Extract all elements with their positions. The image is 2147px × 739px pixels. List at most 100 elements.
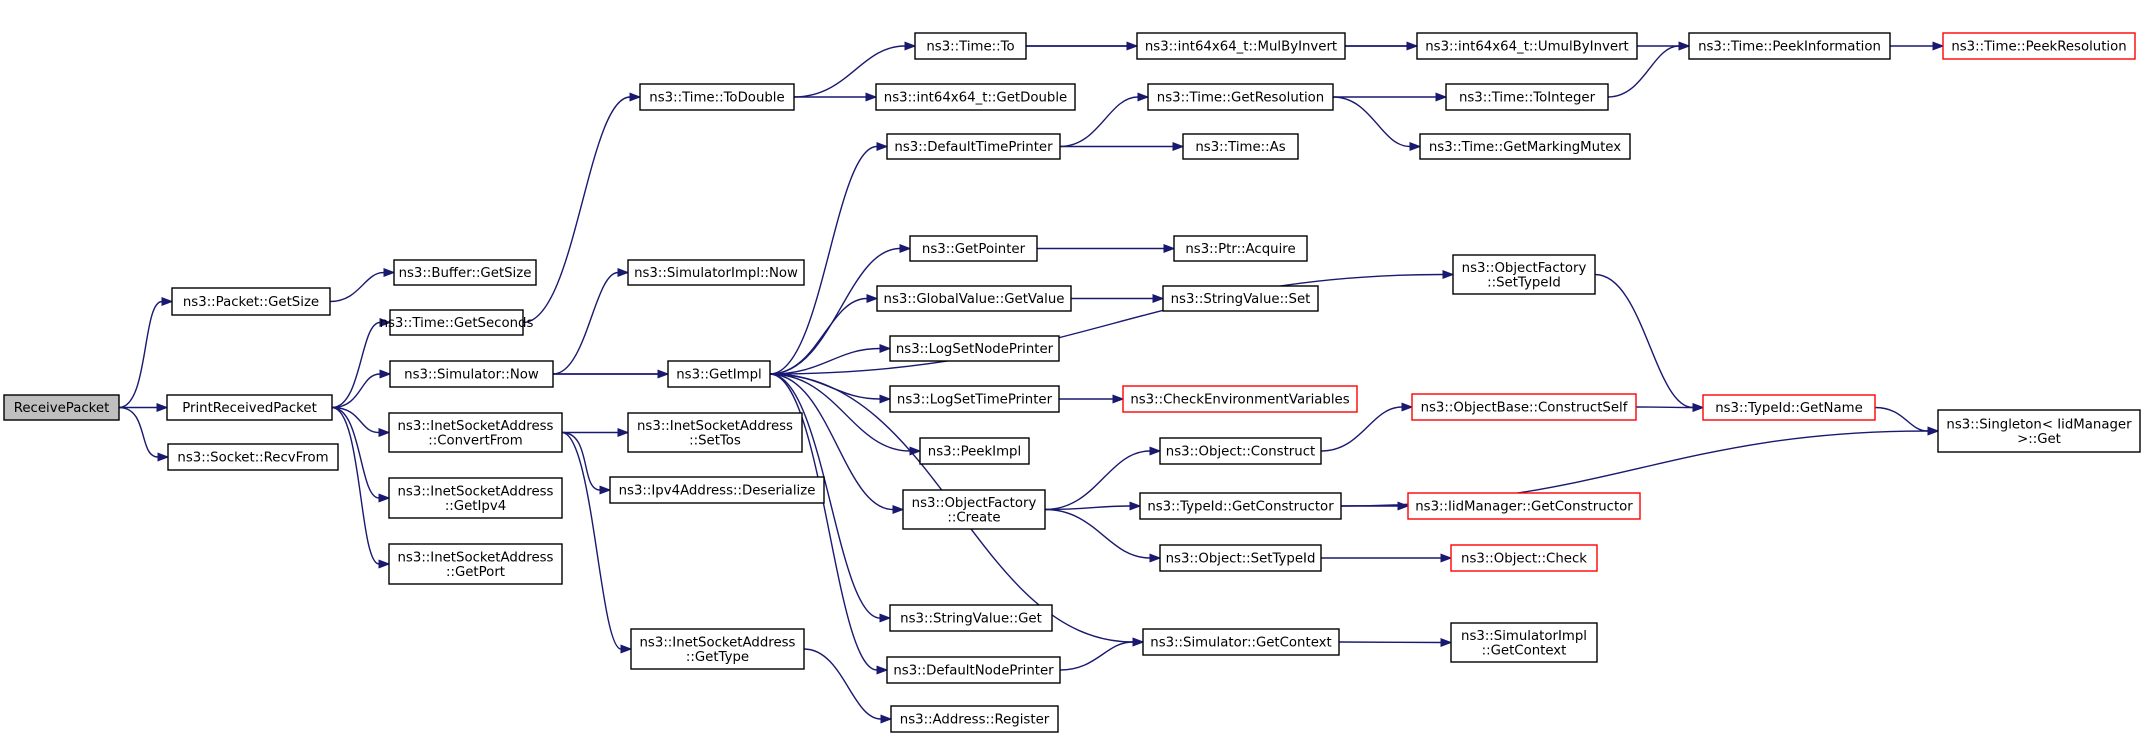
node-box (1182, 133, 1299, 160)
node-box (889, 385, 1060, 413)
node-getconstructor[interactable]: ns3::TypeId::GetConstructor (1139, 492, 1342, 520)
node-box (1122, 385, 1358, 413)
node-typeid-getname[interactable]: ns3::TypeId::GetName (1702, 394, 1876, 421)
node-simimpl-getcontext[interactable]: ns3::SimulatorImpl::GetContext (1450, 622, 1598, 663)
node-label: ::SetTos (689, 433, 741, 448)
edge-todouble-to-time-to (793, 41, 917, 98)
node-box (389, 360, 554, 388)
edge-arrowhead (157, 452, 170, 462)
node-buf-getsize[interactable]: ns3::Buffer::GetSize (393, 259, 537, 286)
node-box (1416, 32, 1638, 60)
node-receive[interactable]: ReceivePacket (3, 394, 120, 421)
node-obj-construct[interactable]: ns3::Object::Construct (1159, 437, 1322, 465)
node-box (388, 412, 563, 453)
node-getpointer[interactable]: ns3::GetPointer (909, 235, 1038, 262)
node-box (1411, 393, 1637, 421)
node-obj-check[interactable]: ns3::Object::Check (1450, 544, 1598, 572)
node-label: ns3::SimulatorImpl::Now (634, 266, 798, 281)
node-label: ns3::CheckEnvironmentVariables (1130, 393, 1349, 408)
edge-deftimeprinter-to-getresolution (1059, 92, 1150, 148)
edge-arrowhead (599, 485, 612, 495)
node-box (627, 412, 803, 453)
node-label: ns3::TypeId::GetName (1715, 401, 1863, 416)
node-getresolution[interactable]: ns3::Time::GetResolution (1147, 83, 1334, 111)
edge-arrowhead (629, 92, 642, 102)
node-singleton-get[interactable]: ns3::Singleton< IidManager >::Get (1937, 409, 2141, 453)
edge-arrowhead (1440, 553, 1453, 563)
edge-arrowhead (876, 141, 889, 152)
node-label: ns3::InetSocketAddress (640, 635, 796, 650)
node-getdouble[interactable]: ns3::int64x64_t::GetDouble (875, 83, 1076, 111)
node-peekinfo[interactable]: ns3::Time::PeekInformation (1688, 32, 1891, 60)
node-peekimpl[interactable]: ns3::PeekImpl (919, 437, 1030, 465)
node-sim-now[interactable]: ns3::Simulator::Now (389, 360, 554, 388)
node-time-as[interactable]: ns3::Time::As (1182, 133, 1299, 160)
node-of-create[interactable]: ns3::ObjectFactory::Create (902, 489, 1046, 530)
node-label: ns3::Time::GetSeconds (380, 316, 534, 331)
node-box (1450, 544, 1598, 572)
node-checkenv[interactable]: ns3::CheckEnvironmentVariables (1122, 385, 1358, 413)
edge-line (769, 373, 911, 452)
edge-line (331, 406, 380, 499)
node-box (919, 437, 1030, 465)
node-label: ns3::LogSetTimePrinter (897, 393, 1053, 408)
edge-line (769, 347, 881, 375)
node-box (1173, 235, 1308, 262)
node-obj-settypeid[interactable]: ns3::Object::SetTypeId (1159, 544, 1322, 572)
node-iid-getconstructor[interactable]: ns3::IidManager::GetConstructor (1407, 492, 1641, 520)
node-label: ns3::Time::GetMarkingMutex (1429, 140, 1621, 155)
node-sv-set[interactable]: ns3::StringValue::Set (1162, 285, 1319, 312)
node-box (1419, 133, 1631, 160)
edge-line (331, 406, 380, 434)
edge-print-to-convertfrom (331, 406, 391, 438)
node-label: ns3::int64x64_t::GetDouble (884, 91, 1067, 106)
node-logtimeprinter[interactable]: ns3::LogSetTimePrinter (889, 385, 1060, 413)
node-getport[interactable]: ns3::InetSocketAddress::GetPort (388, 543, 563, 585)
node-markingmutex[interactable]: ns3::Time::GetMarkingMutex (1419, 133, 1631, 160)
node-label: ns3::ObjectBase::ConstructSelf (1421, 401, 1628, 416)
node-todouble[interactable]: ns3::Time::ToDouble (639, 83, 795, 111)
node-umulbyinvert[interactable]: ns3::int64x64_t::UmulByInvert (1416, 32, 1638, 60)
node-label: ns3::Object::Check (1461, 552, 1587, 567)
node-peekres[interactable]: ns3::Time::PeekResolution (1942, 32, 2136, 60)
node-defnodeprinter[interactable]: ns3::DefaultNodePrinter (886, 656, 1061, 684)
node-time-to[interactable]: ns3::Time::To (914, 32, 1027, 60)
edge-line (803, 648, 882, 720)
node-simimpl-now[interactable]: ns3::SimulatorImpl::Now (627, 259, 805, 286)
node-getipv4[interactable]: ns3::InetSocketAddress::GetIpv4 (388, 477, 563, 519)
edge-of-create-to-obj-construct (1044, 446, 1162, 511)
node-label: ns3::ObjectFactory (912, 496, 1037, 511)
node-box (1139, 492, 1342, 520)
node-tointeger[interactable]: ns3::Time::ToInteger (1445, 83, 1609, 111)
node-print[interactable]: PrintReceivedPacket (166, 394, 333, 421)
node-sv-get[interactable]: ns3::StringValue::Get (889, 604, 1053, 632)
node-deftimeprinter[interactable]: ns3::DefaultTimePrinter (886, 133, 1061, 160)
node-mulbyinvert[interactable]: ns3::int64x64_t::MulByInvert (1136, 32, 1346, 60)
node-getseconds[interactable]: ns3::Time::GetSeconds (380, 309, 534, 336)
node-label: ns3::Time::PeekResolution (1951, 40, 2126, 55)
node-addr-register[interactable]: ns3::Address::Register (890, 705, 1059, 733)
node-settos[interactable]: ns3::InetSocketAddress::SetTos (627, 412, 803, 453)
node-recvfrom[interactable]: ns3::Socket::RecvFrom (167, 443, 339, 471)
edge-line (769, 373, 894, 511)
node-constructself[interactable]: ns3::ObjectBase::ConstructSelf (1411, 393, 1637, 421)
node-sim-getcontext[interactable]: ns3::Simulator::GetContext (1142, 628, 1340, 656)
node-pkt-getsize[interactable]: ns3::Packet::GetSize (171, 287, 331, 316)
edge-line (552, 271, 619, 375)
node-getimpl[interactable]: ns3::GetImpl (667, 360, 771, 388)
node-box (1162, 285, 1319, 312)
edge-tointeger-to-peekinfo (1607, 41, 1691, 98)
node-gettype[interactable]: ns3::InetSocketAddress::GetType (630, 628, 805, 670)
node-gv-getvalue[interactable]: ns3::GlobalValue::GetValue (876, 285, 1072, 312)
node-label: ns3::ObjectFactory (1462, 261, 1587, 276)
node-of-settypeid[interactable]: ns3::ObjectFactory::SetTypeId (1452, 254, 1596, 295)
node-lognodeprinter[interactable]: ns3::LogSetNodePrinter (889, 335, 1060, 362)
node-ptr-acquire[interactable]: ns3::Ptr::Acquire (1173, 235, 1308, 262)
node-box (3, 394, 120, 421)
edge-obj-construct-to-constructself (1320, 402, 1414, 452)
edge-arrowhead (1149, 446, 1162, 456)
node-convertfrom[interactable]: ns3::InetSocketAddress::ConvertFrom (388, 412, 563, 453)
node-deserialize[interactable]: ns3::Ipv4Address::Deserialize (609, 476, 825, 504)
edge-arrowhead (880, 714, 893, 724)
edge-line (769, 373, 878, 671)
